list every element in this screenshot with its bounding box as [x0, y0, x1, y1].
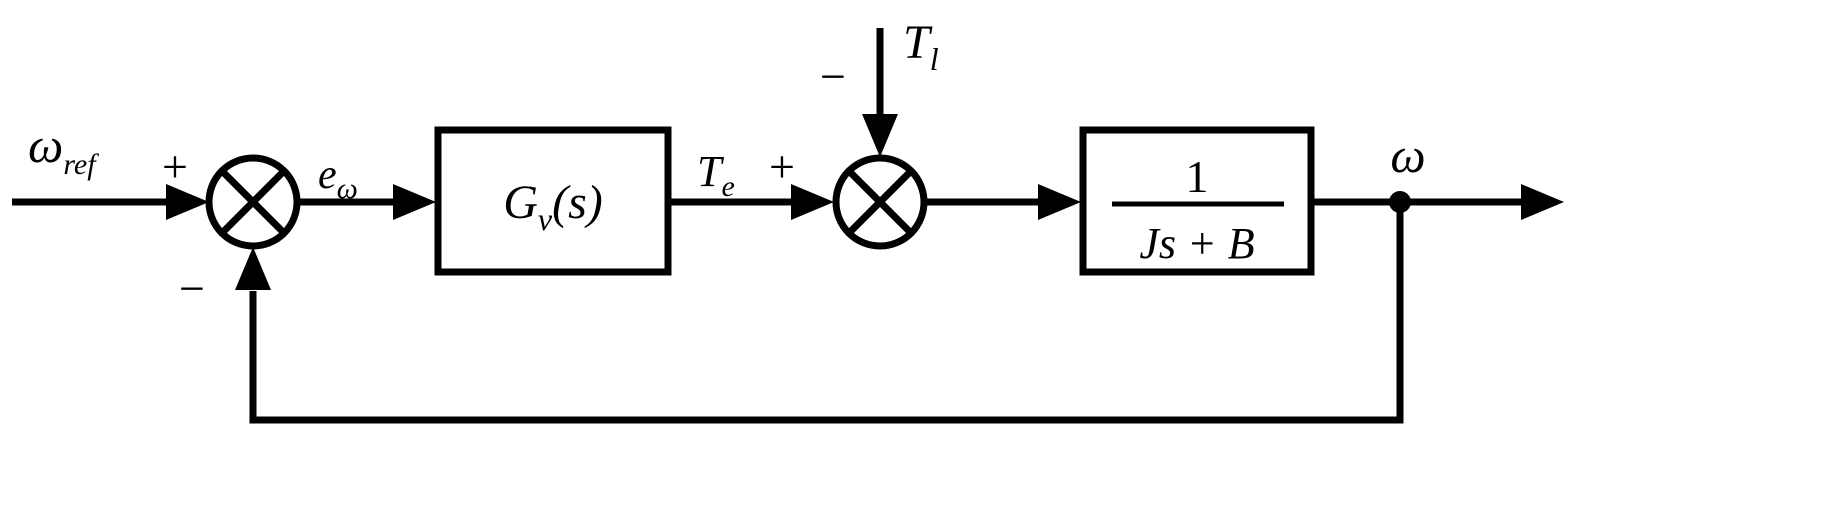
torque-arrowhead-icon: [791, 184, 834, 220]
error-arrowhead-icon: [393, 184, 436, 220]
input-arrowhead-icon: [166, 184, 209, 220]
summing-junction-2-cross-b: [846, 168, 914, 236]
load-torque-label: Tl: [903, 16, 939, 77]
error-signal-subscript: ω: [337, 172, 358, 205]
summing-junction-2: [832, 154, 928, 250]
feedback-arrowhead-icon: [235, 247, 271, 290]
load-torque-main: T: [903, 16, 933, 69]
load-minus-sign: −: [820, 51, 846, 102]
error-signal-main: e: [318, 152, 337, 198]
output-arrowhead-icon: [1521, 184, 1564, 220]
error-signal-label: eω: [318, 152, 358, 205]
load-torque-subscript: l: [930, 41, 939, 77]
electric-torque-subscript: e: [721, 170, 734, 203]
controller-block-label: Gv(s): [503, 176, 603, 237]
input-signal-subscript: ref: [63, 148, 99, 181]
plant-input-arrowhead-icon: [1038, 184, 1081, 220]
feedback-wire: [249, 202, 1404, 424]
electric-torque-main: T: [697, 147, 725, 196]
plant-block: [1079, 126, 1315, 276]
summing-junction-1-plus-sign: +: [162, 141, 188, 192]
controller-block: [434, 126, 672, 276]
electric-torque-label: Te: [697, 147, 735, 203]
controller-label-subscript: v: [538, 201, 553, 237]
feedback-minus-sign: −: [179, 263, 205, 314]
controller-label-suffix: (s): [552, 176, 603, 229]
input-signal-label: ωref: [28, 117, 99, 181]
summing-junction-1: [205, 154, 301, 250]
plant-denominator-label: Js + B: [1139, 219, 1254, 268]
load-torque-arrowhead-icon: [862, 114, 898, 157]
controller-label-main: G: [503, 176, 538, 229]
input-signal-main: ω: [28, 117, 63, 173]
summing-junction-1-cross-b: [219, 168, 287, 236]
output-signal-label: ω: [1390, 127, 1425, 183]
summing-junction-2-plus-sign: +: [769, 141, 795, 192]
plant-numerator-label: 1: [1186, 151, 1209, 202]
